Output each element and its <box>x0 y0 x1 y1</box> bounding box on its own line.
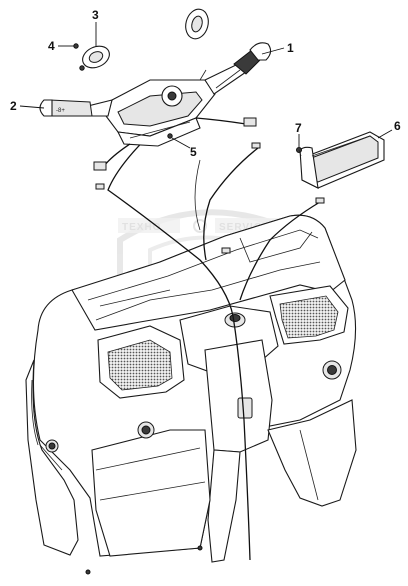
right-speaker-grille <box>279 295 339 339</box>
leader-lines <box>19 22 393 149</box>
part-5-screw <box>167 133 173 139</box>
left-speaker-grille <box>107 339 173 391</box>
watermark-right-text: SERVICE <box>219 222 270 233</box>
part-7-screw <box>296 147 302 157</box>
callout-7: 7 <box>295 121 302 135</box>
callout-3: 3 <box>92 8 99 22</box>
top-gasket-ring <box>185 8 209 40</box>
callouts: 1 2 3 4 5 6 7 <box>10 8 401 159</box>
part-4-screws <box>73 43 85 71</box>
callout-2: 2 <box>10 99 17 113</box>
part-3-gasket <box>82 45 110 69</box>
callout-1: 1 <box>287 41 294 55</box>
part-6-panel <box>299 131 385 189</box>
watermark-left-text: TEXHO <box>122 222 161 233</box>
instrument-panel-housing <box>25 214 357 575</box>
callout-6: 6 <box>394 119 401 133</box>
wiring-harness <box>95 117 325 561</box>
callout-5: 5 <box>190 145 197 159</box>
callout-4: 4 <box>48 39 55 53</box>
combination-switch: -8+ <box>39 42 272 171</box>
switch-marking: -8+ <box>56 108 65 114</box>
